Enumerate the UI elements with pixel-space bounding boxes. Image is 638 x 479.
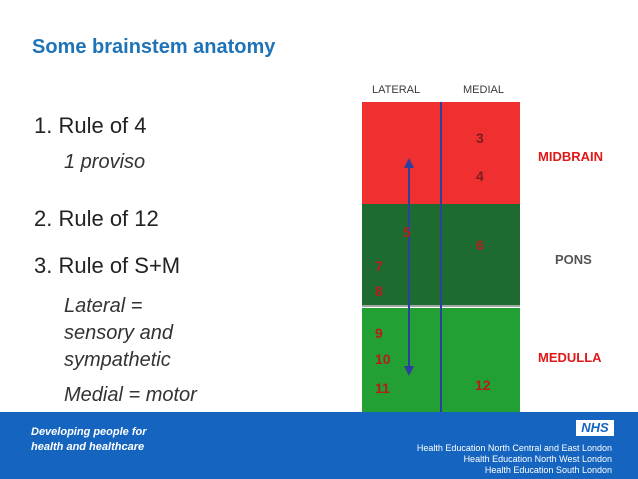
rule-12: 2. Rule of 12	[34, 206, 159, 231]
rule-4-proviso: 1 proviso	[64, 151, 146, 173]
lateral-medial-divider	[440, 102, 442, 412]
footer-tagline: Developing people for health and healthc…	[31, 425, 231, 455]
region-pons: PONS	[555, 252, 592, 267]
medial-line: Medial = motor	[64, 384, 197, 406]
nerve-11: 11	[375, 380, 390, 396]
nerve-12: 12	[475, 377, 491, 393]
lateral-line-2: sensory and	[64, 322, 173, 344]
lateral-column-label: LATERAL	[372, 84, 421, 96]
he-line-3: Health Education South London	[484, 465, 612, 475]
double-arrow-icon	[404, 158, 414, 376]
nerve-3: 3	[476, 130, 484, 146]
lateral-line-3: sympathetic	[64, 349, 171, 371]
footer-tagline-line-2: health and healthcare	[31, 441, 145, 453]
footer-bar	[0, 412, 638, 479]
nerve-7: 7	[375, 258, 383, 274]
region-midbrain: MIDBRAIN	[538, 149, 603, 164]
nerve-10: 10	[375, 351, 391, 367]
region-medulla: MEDULLA	[538, 350, 602, 365]
nerve-8: 8	[375, 283, 383, 299]
nerve-4: 4	[476, 168, 484, 184]
medial-column-label: MEDIAL	[463, 84, 504, 96]
footer-tagline-line-1: Developing people for	[31, 426, 147, 438]
slide-title: Some brainstem anatomy	[32, 36, 276, 58]
nerve-6: 6	[476, 237, 484, 253]
nerve-5: 5	[403, 224, 411, 240]
he-line-2: Health Education North West London	[463, 454, 612, 464]
lateral-line-1: Lateral =	[64, 295, 143, 317]
rule-4: 1. Rule of 4	[34, 113, 147, 138]
nhs-logo: NHS	[576, 420, 614, 436]
he-line-1: Health Education North Central and East …	[416, 443, 612, 453]
nerve-9: 9	[375, 325, 383, 341]
rule-s-m: 3. Rule of S+M	[34, 253, 181, 278]
